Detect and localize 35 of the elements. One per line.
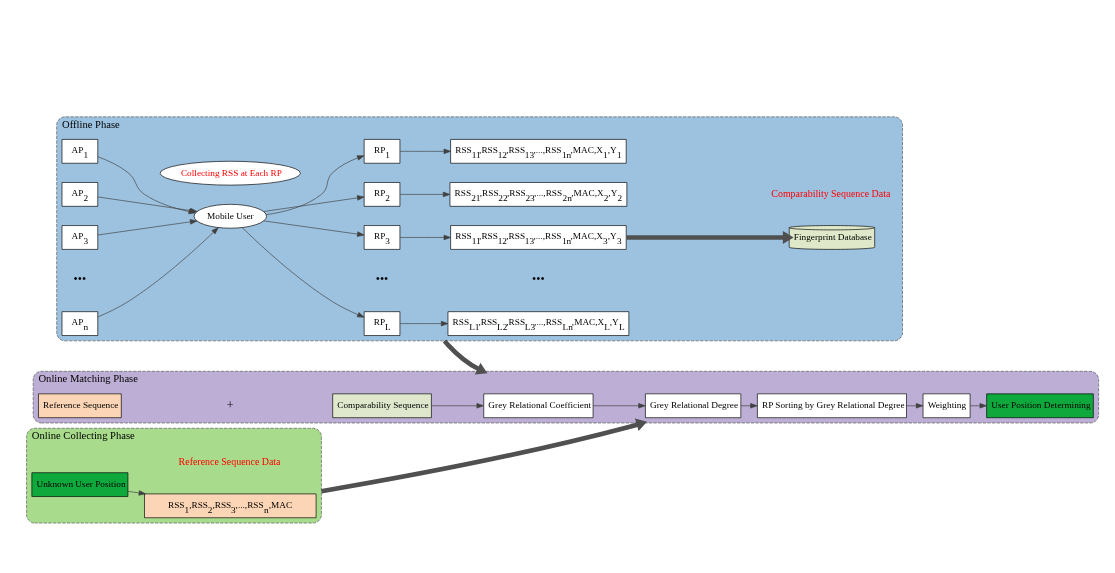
arrow — [97, 227, 219, 318]
arrow — [906, 403, 924, 409]
arrow — [431, 403, 484, 409]
arrow — [242, 227, 365, 318]
node-box: User Position Determining — [986, 393, 1094, 419]
label: ••• — [73, 272, 87, 287]
arrow — [399, 191, 451, 198]
node-box: Unknown User Position — [31, 472, 129, 497]
arrow — [321, 418, 648, 494]
node-label: Reference Sequence Data — [178, 456, 281, 468]
arrow — [399, 234, 451, 241]
label: + — [226, 397, 234, 412]
arrow — [263, 220, 365, 237]
node-box: Reference Sequence — [38, 393, 122, 419]
arrow — [969, 403, 987, 409]
arrow — [399, 148, 451, 154]
arrow — [127, 490, 146, 496]
node-label: Comparability Sequence Data — [771, 187, 891, 199]
node-box: Comparability Sequence — [332, 393, 432, 419]
arrow — [97, 219, 198, 236]
arrow — [740, 403, 758, 409]
arrow — [592, 403, 646, 409]
arrow — [399, 320, 449, 327]
arrow — [442, 339, 488, 375]
label: ••• — [375, 272, 389, 287]
label: ••• — [532, 272, 545, 287]
node-ellipse: Collecting RSS at Each RP — [159, 160, 301, 186]
node-box: Weighting — [922, 393, 971, 419]
node-box: RP Sorting by Grey Relational Degree — [757, 393, 907, 419]
arrow — [265, 155, 365, 215]
arrow — [263, 195, 365, 212]
arrow — [626, 230, 794, 245]
node-box: Grey Relational Coefficient — [483, 393, 594, 419]
node-box: Grey Relational Degree — [645, 393, 742, 419]
node-ellipse: Mobile User — [193, 204, 267, 229]
